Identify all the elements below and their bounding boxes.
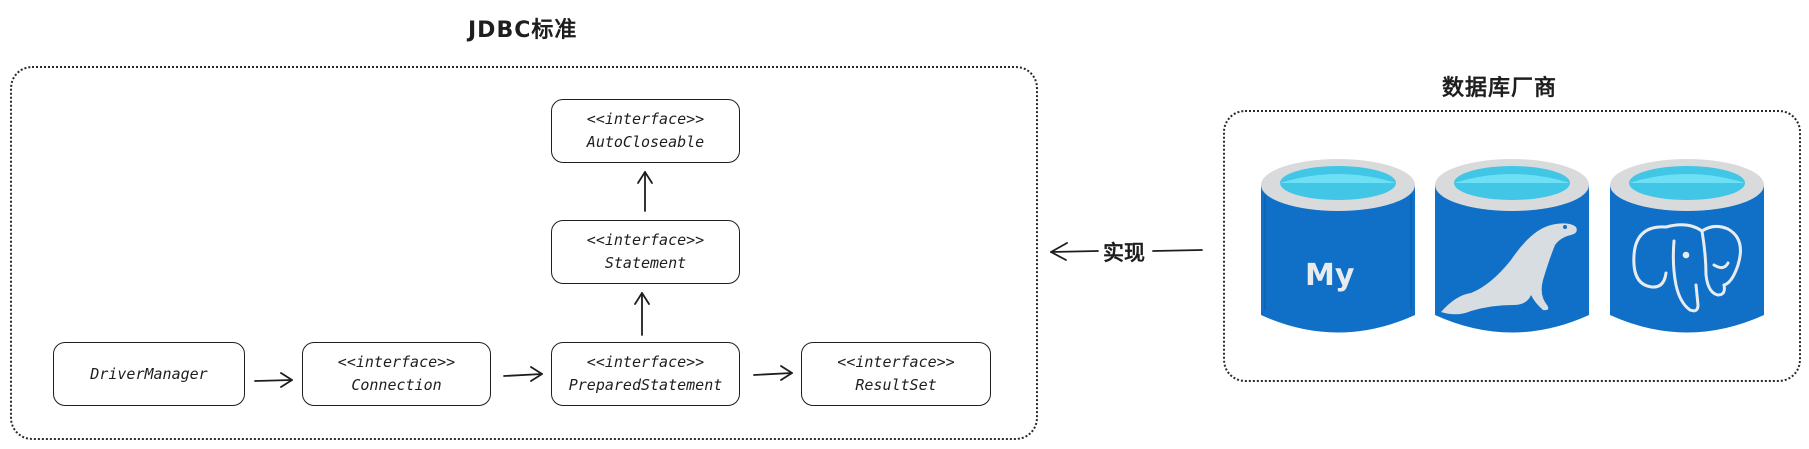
vendor-group-title: 数据库厂商 [1442, 76, 1558, 101]
mysql-label: My [1305, 258, 1355, 293]
driver-manager-box[interactable]: DriverManager [53, 342, 245, 406]
arrow-driver-to-connection [254, 372, 293, 388]
result-set-stereotype: <<interface>> [837, 353, 955, 371]
arrow-connection-to-prepared [503, 366, 543, 382]
arrow-prepared-to-statement [634, 292, 650, 336]
statement-stereotype: <<interface>> [586, 231, 705, 249]
arrow-statement-to-autocloseable [637, 171, 653, 212]
implements-arrow [1050, 242, 1203, 261]
auto-closeable-box[interactable]: <<interface>> AutoCloseable [551, 99, 740, 163]
arrow-prepared-to-resultset [753, 365, 793, 381]
statement-box[interactable]: <<interface>> Statement [551, 220, 740, 284]
postgresql-database [1606, 145, 1768, 345]
implements-label: 实现 [1103, 241, 1145, 265]
mariadb-seal-icon [1435, 159, 1589, 333]
mariadb-database [1431, 145, 1593, 345]
vendor-group [1223, 110, 1801, 382]
statement-name: Statement [604, 254, 687, 272]
jdbc-group-title: JDBC标准 [468, 18, 578, 43]
prepared-statement-stereotype: <<interface>> [586, 353, 705, 371]
connection-box[interactable]: <<interface>> Connection [302, 342, 491, 406]
prepared-statement-box[interactable]: <<interface>> PreparedStatement [551, 342, 740, 406]
mysql-database: My [1257, 145, 1419, 345]
connection-stereotype: <<interface>> [337, 353, 456, 371]
auto-closeable-stereotype: <<interface>> [586, 110, 705, 128]
postgresql-elephant-icon [1610, 159, 1764, 333]
result-set-box[interactable]: <<interface>> ResultSet [801, 342, 991, 406]
prepared-statement-name: PreparedStatement [568, 376, 723, 394]
connection-name: Connection [351, 376, 442, 394]
result-set-name: ResultSet [855, 376, 937, 394]
jdbc-standard-group [10, 66, 1038, 440]
mysql-icon [1261, 159, 1415, 333]
driver-manager-name: DriverManager [90, 364, 208, 383]
auto-closeable-name: AutoCloseable [586, 133, 705, 151]
